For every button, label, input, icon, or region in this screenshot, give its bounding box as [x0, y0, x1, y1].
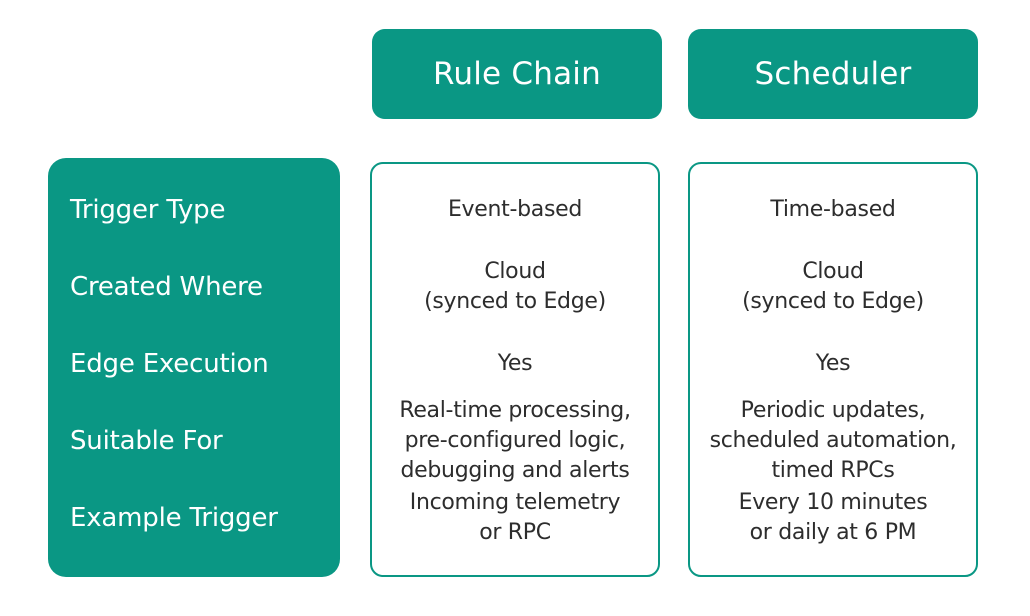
column-header-rule-chain: Rule Chain — [372, 29, 662, 119]
column-header-scheduler: Scheduler — [688, 29, 978, 119]
row-label-edge-execution: Edge Execution — [70, 348, 269, 379]
scheduler-created-where-cell: Cloud (synced to Edge) — [742, 258, 924, 314]
row-label-suitable-for: Suitable For — [70, 425, 223, 456]
scheduler-edge-execution-cell: Yes — [815, 350, 851, 376]
row-label-example-trigger: Example Trigger — [70, 502, 278, 533]
row-labels-panel: Trigger Type Created Where Edge Executio… — [48, 158, 340, 577]
scheduler-example-trigger-cell: Every 10 minutes or daily at 6 PM — [738, 489, 928, 545]
scheduler-suitable-for-cell: Periodic updates, scheduled automation, … — [709, 397, 957, 483]
rule-chain-created-where-cell: Cloud (synced to Edge) — [424, 258, 606, 314]
row-label-created-where: Created Where — [70, 271, 263, 302]
rule-chain-edge-execution-cell: Yes — [497, 350, 533, 376]
row-label-trigger-type: Trigger Type — [70, 194, 226, 225]
rule-chain-trigger-type-cell: Event-based — [447, 196, 583, 222]
rule-chain-suitable-for-cell: Real-time processing, pre-configured log… — [399, 397, 631, 483]
scheduler-column: Time-based Cloud (synced to Edge) Yes Pe… — [688, 162, 978, 577]
rule-chain-column: Event-based Cloud (synced to Edge) Yes R… — [370, 162, 660, 577]
rule-chain-example-trigger-cell: Incoming telemetry or RPC — [409, 489, 621, 545]
scheduler-trigger-type-cell: Time-based — [770, 196, 896, 222]
